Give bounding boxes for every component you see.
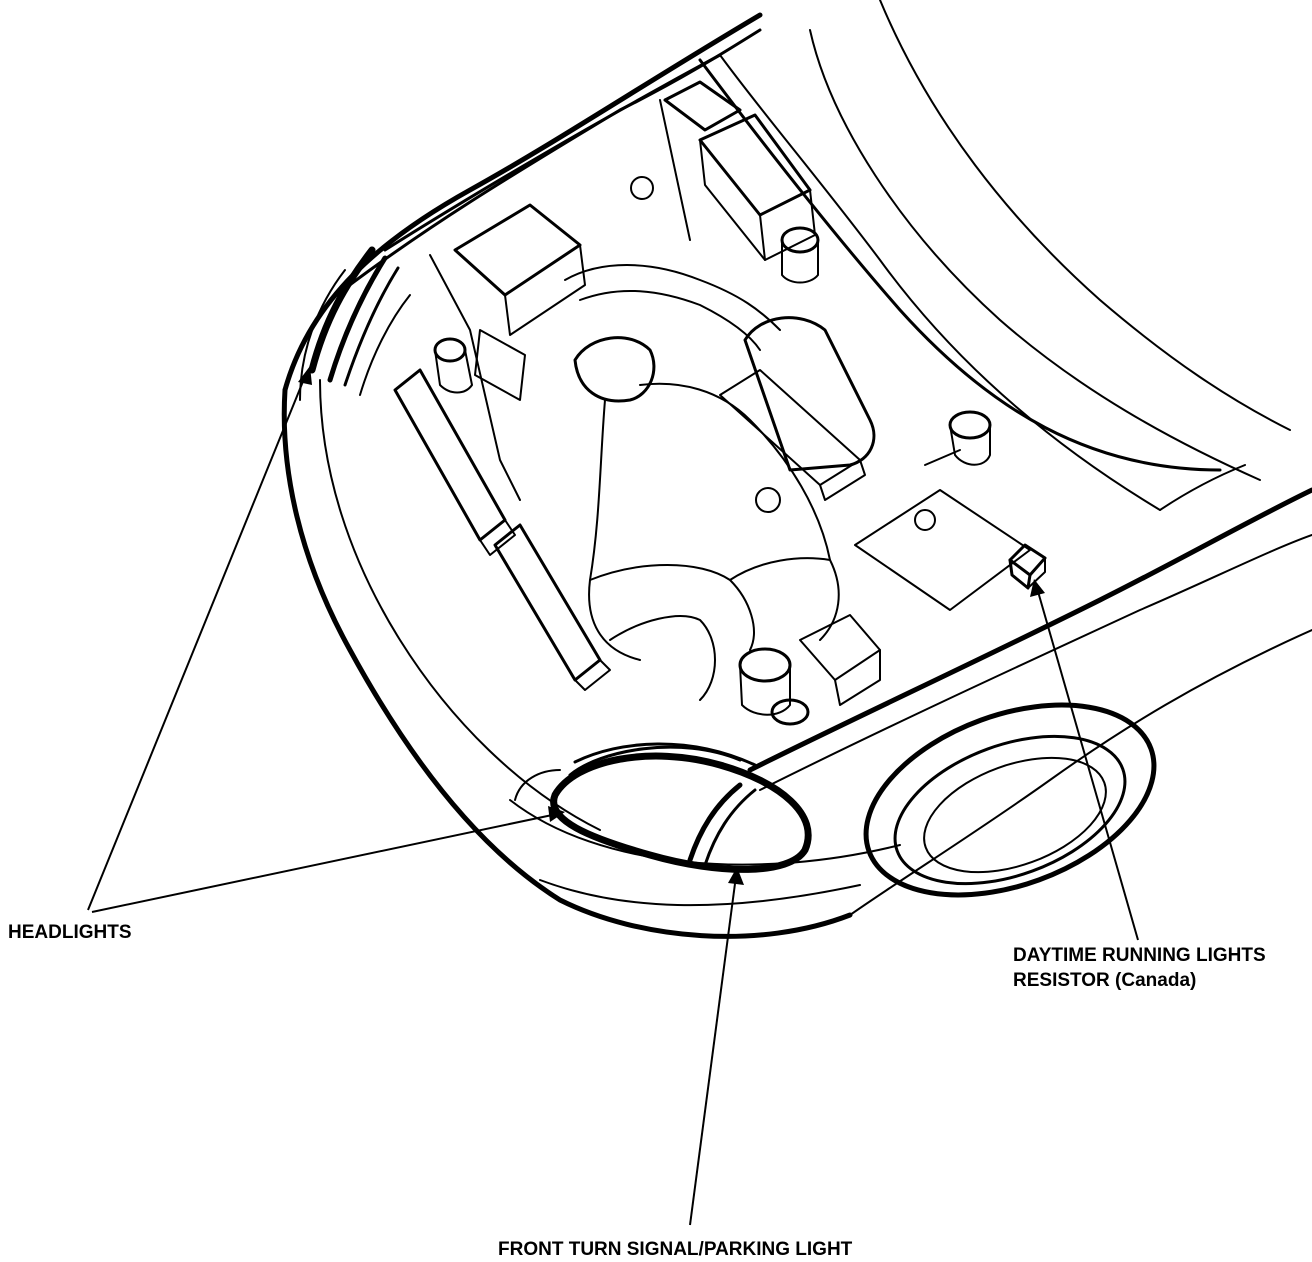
left-headlight-assembly [299,246,411,401]
right-lamp [863,702,1157,898]
leader-lines [87,366,1139,1226]
car-body [281,0,1312,939]
engine-components [393,80,1031,726]
drl-resistor-label-line2: RESISTOR (Canada) [1013,970,1196,991]
headlights-label: HEADLIGHTS [8,922,132,943]
drl-resistor-label-line1: DAYTIME RUNNING LIGHTS [1013,945,1266,966]
turn-signal-label: FRONT TURN SIGNAL/PARKING LIGHT [498,1239,853,1260]
front-headlight-lamp [514,742,812,873]
